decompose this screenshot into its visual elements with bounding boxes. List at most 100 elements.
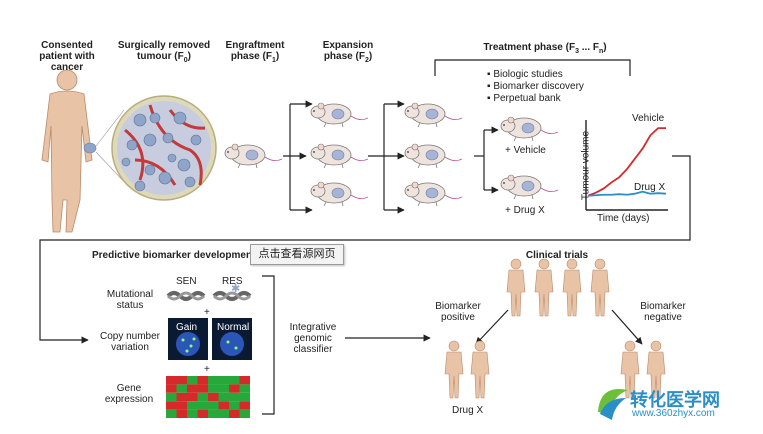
treatment-mouse [404,181,463,207]
heatmap-cell [197,401,208,410]
tumour-sub: 0 [183,57,188,64]
engraft-label-text: Engraftment phase (F [225,40,285,62]
expansion-label: Expansion phase (F2) [312,40,384,66]
growth-chart [585,120,668,211]
heatmap-cell [239,392,250,402]
bullet-item: ▪ Biologic studies [487,69,563,80]
plus-sign: + [204,307,210,318]
heatmap-cell [176,401,187,410]
trial-patient [506,258,526,317]
drug-arm-label: + Drug X [505,205,545,216]
zoom-line [95,151,129,187]
tumour-close: ) [187,51,191,62]
heatmap-cell [208,376,219,385]
heatmap-cell [166,392,177,402]
zoom-line [95,109,125,147]
drug-mouse [500,174,559,200]
bullet-text: Perpetual bank [493,93,561,104]
classifier-label: Integrative genomic classifier [289,322,337,355]
patient-figure [41,69,97,233]
watermark-brand: 转化医学网 [630,390,720,410]
bullet-item: ▪ Biomarker discovery [487,81,584,92]
series-label-drug: Drug X [634,182,666,193]
heatmap-cell [218,401,229,410]
trial-patient [534,258,554,317]
heatmap-cell [229,384,240,393]
heatmap-cell [166,401,177,410]
heatmap-cell [197,376,208,385]
heatmap-cell [229,376,240,385]
heatmap-cell [229,401,240,410]
expansion-mouse [310,102,369,128]
sen-label: SEN [176,276,197,287]
expansion-bracket [289,100,313,214]
heatmap-cell [239,401,250,410]
nucleus [176,332,200,356]
watermark-url: www.360zhyx.com [632,408,715,419]
vehicle-mouse [500,116,559,142]
heatmap-cell [218,409,229,418]
tumour-label-text: Surgically removed tumour (F [117,40,211,62]
heatmap-cell [166,409,177,418]
tumour-label: Surgically removed tumour (F0) [112,40,216,66]
heatmap-cell [166,376,177,385]
heatmap-cell [176,376,187,385]
treatment-close: ) [603,42,607,53]
engraft-close: ) [275,51,280,62]
clinical-title: Clinical trials [525,250,589,261]
normal-label: Normal [217,322,250,333]
drug-x-label: Drug X [452,405,484,416]
biomarker-negative-label: Biomarker negative [640,301,686,323]
patient-label: Consented patient with cancer [39,40,95,73]
expansion-label-text: Expansion phase (F [322,40,374,62]
heatmap-cell [218,384,229,393]
gene-expression-heatmap [166,376,250,418]
trial-patient [562,258,582,317]
heatmap-cell [166,384,177,393]
positive-patient [470,340,490,399]
heatmap-cell [197,409,208,418]
bullet-text: Biomarker discovery [493,81,584,92]
heatmap-cell [218,376,229,385]
view-source-tooltip[interactable]: 点击查看源网页 [250,244,344,265]
heatmap-cell [229,409,240,418]
bullet-list: ▪ Biologic studies ▪ Biomarker discovery… [487,69,584,105]
expansion-sub: 2 [364,57,369,64]
engraft-mouse [224,143,283,169]
heatmap-cell [187,392,198,402]
engraft-sub: 1 [271,57,276,64]
expansion-mouse [310,181,369,207]
bullet-text: Biologic studies [493,69,563,80]
heatmap-cell [197,392,208,402]
heatmap-cell [208,409,219,418]
plus-sign: + [204,364,210,375]
heatmap-cell [187,409,198,418]
tumour-histology [111,95,217,201]
mutational-label: Mutational status [106,289,154,311]
biomarker-title: Predictive biomarker development [92,250,256,261]
treatment-mouse [404,143,463,169]
vehicle-arm-label: + Vehicle [505,145,546,156]
heatmap-cell [239,376,250,385]
treatment-mid: ... F [578,42,599,53]
heatmap-cell [239,409,250,418]
heatmap-cell [229,392,240,402]
res-label: RES [222,276,243,287]
expansion-close: ) [368,51,373,62]
x-axis-label: Time (days) [597,213,650,224]
y-axis-label: Tumour volume [580,130,592,201]
treatment-label-text: Treatment phase (F [483,42,576,53]
bullet-item: ▪ Perpetual bank [487,93,561,104]
heatmap-cell [208,392,219,402]
expansion-mouse [310,143,369,169]
treatment-mouse [404,102,463,128]
nucleus [220,332,244,356]
loop-connector [39,155,691,344]
treatment-sub-a: 3 [575,48,579,55]
heatmap-cell [197,384,208,393]
heatmap-cell [187,384,198,393]
heatmap-cell [176,392,187,402]
series-label-vehicle: Vehicle [632,113,665,124]
watermark-logo-icon [598,388,628,420]
gene-expr-label: Gene expression [104,383,154,405]
